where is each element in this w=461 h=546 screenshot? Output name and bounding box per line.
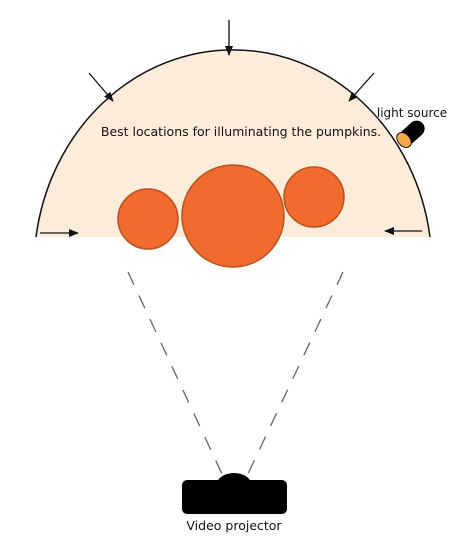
arrow-icon xyxy=(40,20,422,237)
video-projector-icon xyxy=(182,473,287,514)
flashlight-lens xyxy=(396,132,412,148)
light-source-label: light source xyxy=(377,106,447,120)
projector-label: Video projector xyxy=(186,518,282,533)
illumination-zone-outline xyxy=(35,49,431,238)
pumpkin-right xyxy=(283,166,345,228)
beam-right-edge xyxy=(247,271,344,475)
zone-caption: Best locations for illuminating the pump… xyxy=(101,124,381,139)
pumpkin-left xyxy=(117,188,179,250)
projector-beam xyxy=(127,271,344,475)
arrow-icon-upper-right xyxy=(348,72,375,102)
pumpkin-center xyxy=(181,164,285,268)
flashlight-icon xyxy=(396,120,425,148)
beam-left-edge xyxy=(127,271,223,475)
arrow-icon-upper-left xyxy=(88,72,114,102)
